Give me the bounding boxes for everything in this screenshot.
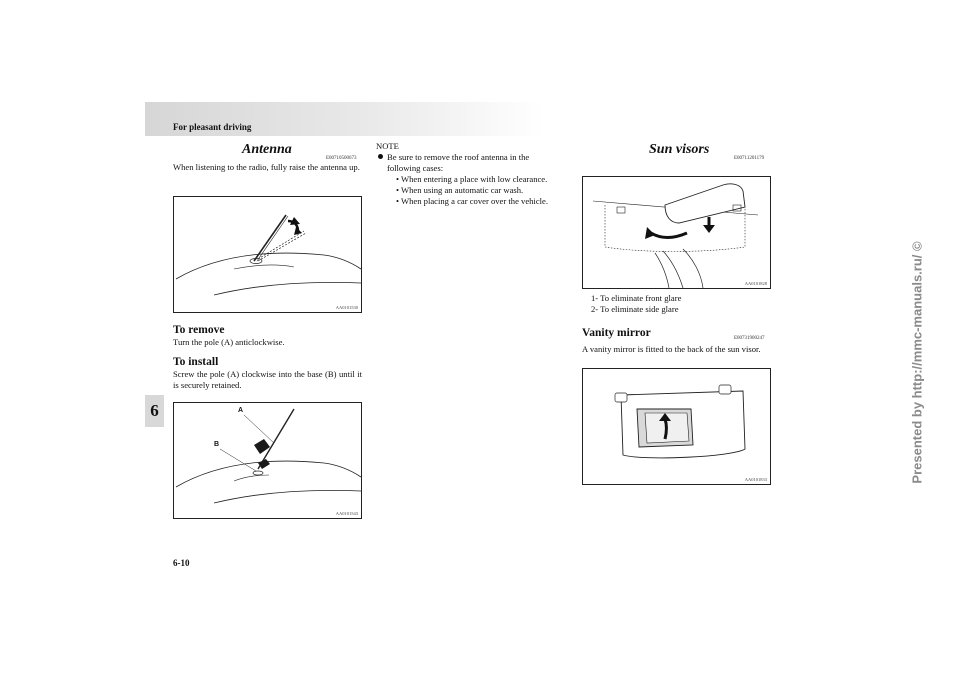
sun-visor-list-2: 2- To eliminate side glare xyxy=(591,304,679,314)
sun-visor-figure: AA0101828 xyxy=(582,176,771,289)
vanity-mirror-text: A vanity mirror is fitted to the back of… xyxy=(582,344,761,354)
antenna-install-figure: A B AA0101543 xyxy=(173,402,362,519)
vanity-mirror-fig-code: AA0101833 xyxy=(744,477,767,482)
page-number: 6-10 xyxy=(173,558,190,568)
antenna-fig1-code: AA0101530 xyxy=(335,305,358,310)
note-item-2: • When using an automatic car wash. xyxy=(396,185,524,195)
sun-visors-title: Sun visors xyxy=(649,142,710,157)
vanity-mirror-title: Vanity mirror xyxy=(582,327,651,339)
antenna-raise-figure: AA0101530 xyxy=(173,196,362,313)
watermark: Presented by http://mmc-manuals.ru/ © xyxy=(902,112,932,612)
label-b: B xyxy=(214,441,220,448)
remove-text: Turn the pole (A) anticlockwise. xyxy=(173,337,285,347)
vanity-mirror-code: E00731900247 xyxy=(734,336,765,341)
label-a: A xyxy=(238,407,244,414)
remove-title: To remove xyxy=(173,324,225,336)
vanity-mirror-figure: AA0101833 xyxy=(582,368,771,485)
chapter-tab: 6 xyxy=(145,395,164,427)
sun-visors-code: E00711201179 xyxy=(734,156,765,161)
note-bullet-text: Be sure to remove the roof antenna in th… xyxy=(387,152,530,173)
antenna-fig2-code: AA0101543 xyxy=(335,511,358,516)
antenna-title: Antenna xyxy=(242,142,292,157)
note-bullet-icon xyxy=(378,154,383,159)
install-text: Screw the pole (A) clockwise into the ba… xyxy=(173,369,362,390)
header-band xyxy=(145,102,545,136)
note-item-3: • When placing a car cover over the vehi… xyxy=(396,196,548,206)
header-title: For pleasant driving xyxy=(173,122,252,132)
install-title: To install xyxy=(173,356,219,368)
antenna-code: E00710500673 xyxy=(326,156,357,161)
antenna-intro: When listening to the radio, fully raise… xyxy=(173,162,360,172)
sun-visor-list-1: 1- To eliminate front glare xyxy=(591,293,682,303)
sun-visor-fig-code: AA0101828 xyxy=(744,281,767,286)
note-item-1: • When entering a place with low clearan… xyxy=(396,174,548,184)
note-label: NOTE xyxy=(376,141,399,151)
watermark-text: Presented by http://mmc-manuals.ru/ © xyxy=(909,240,925,484)
